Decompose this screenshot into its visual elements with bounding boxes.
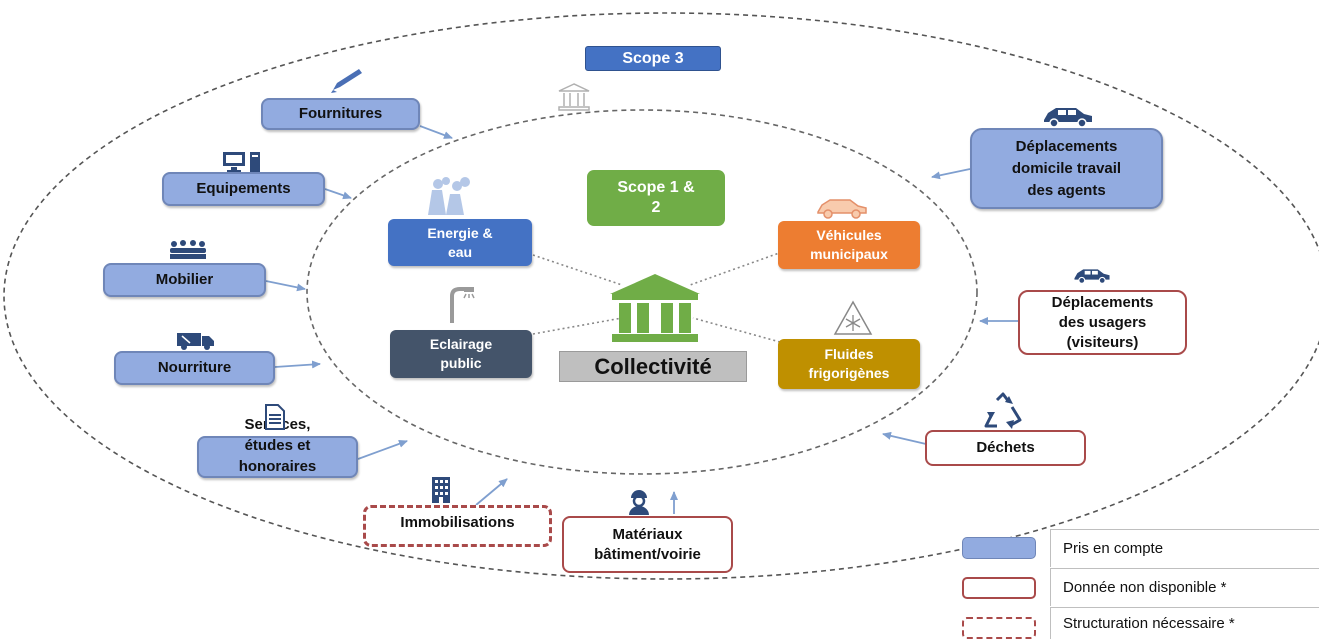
equipements-box: Equipements [162,172,325,206]
pencil-icon [331,69,362,93]
recycle-icon [984,392,1022,429]
deplacements-usagers-line2: des usagers [1058,313,1147,331]
factory-icon [428,177,470,215]
scope3-ellipse [3,12,1319,580]
scope3-text: Scope 3 [622,49,684,67]
connectors [532,251,783,343]
deplacements-usagers-line3: (visiteurs) [1066,333,1139,351]
services-line2: études et [244,436,311,454]
deplacements-usagers-line1: Déplacements [1051,293,1154,311]
deplacements-agents-line2: domicile travail [1011,159,1122,177]
services-box: Services, études et honoraires [197,416,358,478]
materiaux-line2: bâtiment/voirie [594,545,701,563]
arrows [265,125,1018,514]
fluides-line2: frigorigènes [808,365,890,381]
eclairage-public-box: Eclairage public [390,330,532,378]
legend-swatch-structuration [962,617,1036,639]
fluides-frigorigenes-box: Fluides frigorigènes [778,339,920,389]
collectivite-label: Collectivité [559,351,747,382]
legend-swatch-non-dispo [962,577,1036,599]
mobilier-box: Mobilier [103,263,266,297]
car-outline-icon [817,199,867,219]
legend-structuration-text: Structuration nécessaire * [1063,615,1235,632]
materiaux-box: Matériaux bâtiment/voirie [562,516,733,573]
legend-swatch-pris [962,537,1036,559]
fournitures-box: Fournitures [261,98,420,130]
scope12-label: Scope 1 & 2 [587,170,725,226]
energie-line1: Energie & [427,224,493,241]
truck-icon [177,333,214,350]
nourriture-box: Nourriture [114,351,275,385]
energie-eau-box: Energie & eau [388,219,532,266]
fluides-line1: Fluides [824,346,874,362]
fournitures-text: Fournitures [298,105,383,122]
eclairage-line1: Eclairage [429,336,493,352]
immobilisations-text: Immobilisations [400,514,515,531]
deplacements-agents-line1: Déplacements [1015,137,1118,155]
deplacements-agents-line3: des agents [1027,181,1106,199]
nourriture-text: Nourriture [157,359,232,376]
eclairage-line2: public [440,355,482,371]
energie-line2: eau [447,243,473,260]
immobilisations-box: Immobilisations [363,505,552,547]
legend-row-pris: Pris en compte [1050,529,1319,567]
computer-icon [223,152,260,172]
dechets-box: Déchets [925,430,1086,466]
dechets-text: Déchets [976,439,1035,456]
streetlight-icon [450,287,475,323]
scope12-line2: 2 [651,199,661,216]
building-icon [432,477,450,503]
mobilier-text: Mobilier [155,271,214,288]
collectivite-text: Collectivité [594,353,712,379]
scope3-label: Scope 3 [585,46,721,71]
materiaux-line1: Matériaux [612,525,683,543]
services-line3: honoraires [238,457,317,475]
snowflake-icon [833,300,873,335]
vehicules-line2: municipaux [810,246,888,262]
vehicules-line1: Véhicules [816,227,882,243]
meeting-icon [170,240,206,259]
equipements-text: Equipements [196,180,291,197]
legend-row-non-dispo: Donnée non disponible * [1050,568,1319,606]
legend-non-dispo-text: Donnée non disponible * [1063,579,1227,596]
car-icon-small [1074,269,1110,284]
vehicules-municipaux-box: Véhicules municipaux [778,221,920,269]
legend-pris-text: Pris en compte [1063,540,1164,557]
document-icon [265,404,285,430]
museum-icon [558,83,590,111]
deplacements-agents-box: Déplacements domicile travail des agents [970,128,1163,209]
city-hall-icon [610,274,700,342]
car-icon [1044,108,1092,128]
deplacements-usagers-box: Déplacements des usagers (visiteurs) [1018,290,1187,355]
worker-icon [629,490,649,515]
scope12-line1: Scope 1 & [617,179,695,196]
legend-row-structuration: Structuration nécessaire * [1050,607,1319,639]
scope12-ellipse [306,109,978,475]
